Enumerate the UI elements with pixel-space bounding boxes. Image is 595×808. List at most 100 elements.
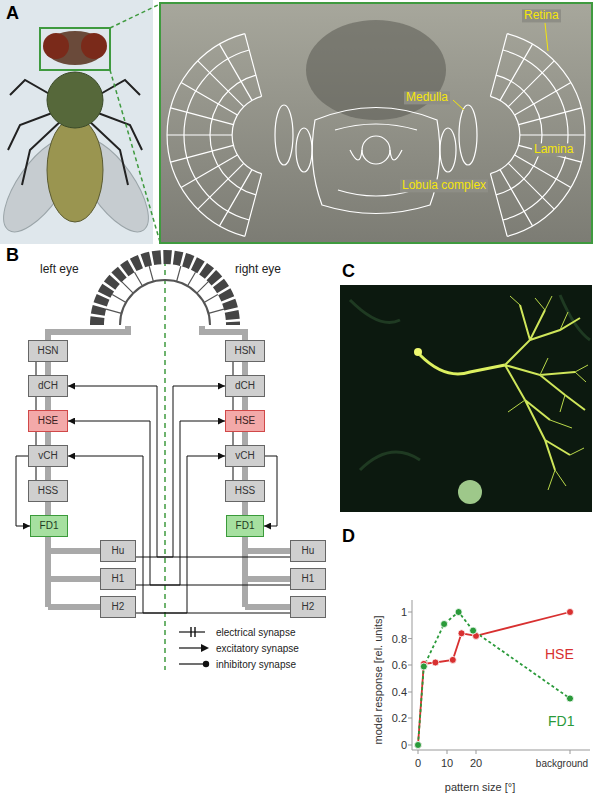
panel-letter: B bbox=[6, 246, 19, 266]
brain-schematic-part bbox=[453, 23, 548, 110]
neuron-box: H1 bbox=[290, 568, 326, 590]
synapse-connector bbox=[233, 432, 234, 445]
axis-tick: background bbox=[536, 758, 588, 769]
axis-tick: 0 bbox=[401, 739, 407, 751]
line-chart-part bbox=[408, 612, 570, 754]
neuron-box: HSN bbox=[225, 340, 265, 362]
circuit-artwork-part bbox=[164, 252, 166, 670]
neuron-name: HSE bbox=[235, 416, 256, 426]
neuron-name: HSE bbox=[38, 416, 59, 426]
brain-schematic-part-part bbox=[312, 108, 440, 214]
brain-schematic-part-part bbox=[440, 128, 456, 172]
series-label: HSE bbox=[545, 647, 574, 662]
neuron-box: HSE bbox=[28, 410, 68, 432]
line-chart-part bbox=[412, 600, 590, 750]
fly-photo-part bbox=[40, 28, 110, 70]
neuron-box: H1 bbox=[100, 568, 136, 590]
inhibitory-symbol bbox=[203, 661, 209, 667]
synapse-connector bbox=[68, 386, 290, 557]
line-chart-part-part bbox=[432, 659, 439, 666]
neuron-box: H2 bbox=[290, 596, 326, 618]
brain-schematic-part bbox=[167, 34, 585, 237]
axis-tick: 0.2 bbox=[392, 712, 407, 724]
axis-tick: 0 bbox=[415, 757, 421, 769]
brain-schematic bbox=[160, 3, 592, 243]
electrical-symbol bbox=[191, 627, 195, 637]
synapse-connector bbox=[233, 362, 234, 375]
synapse-connector bbox=[36, 467, 37, 480]
neuron-box: H2 bbox=[100, 596, 136, 618]
neuron-micrograph-part bbox=[505, 305, 585, 470]
neuron-name: Hu bbox=[302, 546, 315, 556]
neuron-micrograph-part bbox=[508, 296, 588, 490]
neuron-name: dCH bbox=[38, 381, 58, 391]
neuron-name: HSN bbox=[37, 346, 58, 356]
neuron-name: HSN bbox=[234, 346, 255, 356]
fly-photo-part bbox=[47, 72, 103, 128]
neuron-name: vCH bbox=[38, 451, 57, 461]
excitatory-symbol bbox=[201, 644, 209, 652]
axis-tick: 20 bbox=[470, 757, 482, 769]
brain-schematic-part-part bbox=[296, 128, 312, 172]
fly-photo-part bbox=[81, 33, 107, 59]
neuron-name: vCH bbox=[235, 451, 254, 461]
line-chart-part-part bbox=[415, 742, 422, 749]
neuron-name: FD1 bbox=[236, 521, 255, 531]
brain-schematic-part-part bbox=[490, 34, 585, 237]
anatomy-label: Lamina bbox=[532, 143, 575, 156]
line-chart-part bbox=[418, 612, 570, 745]
neuron-name: Hu bbox=[112, 546, 125, 556]
fly-photo-part bbox=[43, 33, 69, 59]
axis-title: pattern size [°] bbox=[445, 781, 515, 793]
neuron-box: vCH bbox=[28, 445, 68, 467]
legend-text: electrical synapse bbox=[216, 627, 295, 638]
synapse-connector bbox=[233, 467, 234, 480]
synapse-connector bbox=[264, 456, 277, 526]
neuron-name: H2 bbox=[112, 602, 125, 612]
neuron-micrograph-part bbox=[458, 480, 482, 504]
neuron-micrograph-part bbox=[414, 348, 422, 356]
axis-title: model response [rel. units] bbox=[372, 615, 384, 744]
neuron-name: dCH bbox=[235, 381, 255, 391]
neuron-box: HSE bbox=[225, 410, 265, 432]
neuron-name: H1 bbox=[112, 574, 125, 584]
fly-photo-part bbox=[110, 4, 160, 242]
line-chart-part bbox=[418, 612, 570, 745]
synapse-connector bbox=[36, 397, 37, 410]
synapse-connector bbox=[68, 456, 290, 613]
line-chart-part-part bbox=[455, 609, 462, 616]
axis-tick: 0.4 bbox=[392, 686, 407, 698]
neuron-micrograph-part bbox=[340, 285, 592, 512]
neuron-box: HSS bbox=[28, 480, 68, 502]
line-chart-part-part bbox=[415, 742, 422, 749]
anatomy-label: Medulla bbox=[404, 91, 450, 104]
neuron-micrograph bbox=[340, 285, 592, 512]
line-chart bbox=[408, 600, 590, 754]
circuit-artwork-part bbox=[120, 280, 210, 325]
anatomy-label: Retina bbox=[522, 9, 561, 22]
panel-letter: C bbox=[342, 262, 355, 282]
neuron-box: HSS bbox=[225, 480, 265, 502]
axis-tick: 0.8 bbox=[392, 633, 407, 645]
axis-tick: 1 bbox=[401, 606, 407, 618]
synapse-connector bbox=[233, 397, 234, 410]
brain-schematic-part-part bbox=[490, 96, 520, 173]
line-chart-part-part bbox=[567, 609, 574, 616]
neuron-box: FD1 bbox=[30, 515, 68, 537]
fly-photo bbox=[0, 0, 162, 244]
panel-letter: D bbox=[342, 527, 355, 547]
neuron-box: Hu bbox=[290, 540, 326, 562]
circuit-artwork-part bbox=[97, 257, 233, 325]
line-chart-part-part bbox=[567, 695, 574, 702]
legend-text: excitatory synapse bbox=[216, 643, 299, 654]
legend-item: electrical synapse bbox=[178, 625, 295, 639]
brain-schematic-part-part bbox=[459, 105, 477, 165]
circuit-artwork-part bbox=[106, 266, 224, 313]
brain-schematic-part-part bbox=[275, 105, 293, 165]
anatomy-label: Lobula complex bbox=[400, 179, 488, 192]
neuron-box: vCH bbox=[225, 445, 265, 467]
synapse-connector bbox=[136, 456, 225, 613]
brain-schematic-part-part bbox=[362, 136, 390, 164]
brain-schematic-part-part bbox=[167, 34, 262, 237]
